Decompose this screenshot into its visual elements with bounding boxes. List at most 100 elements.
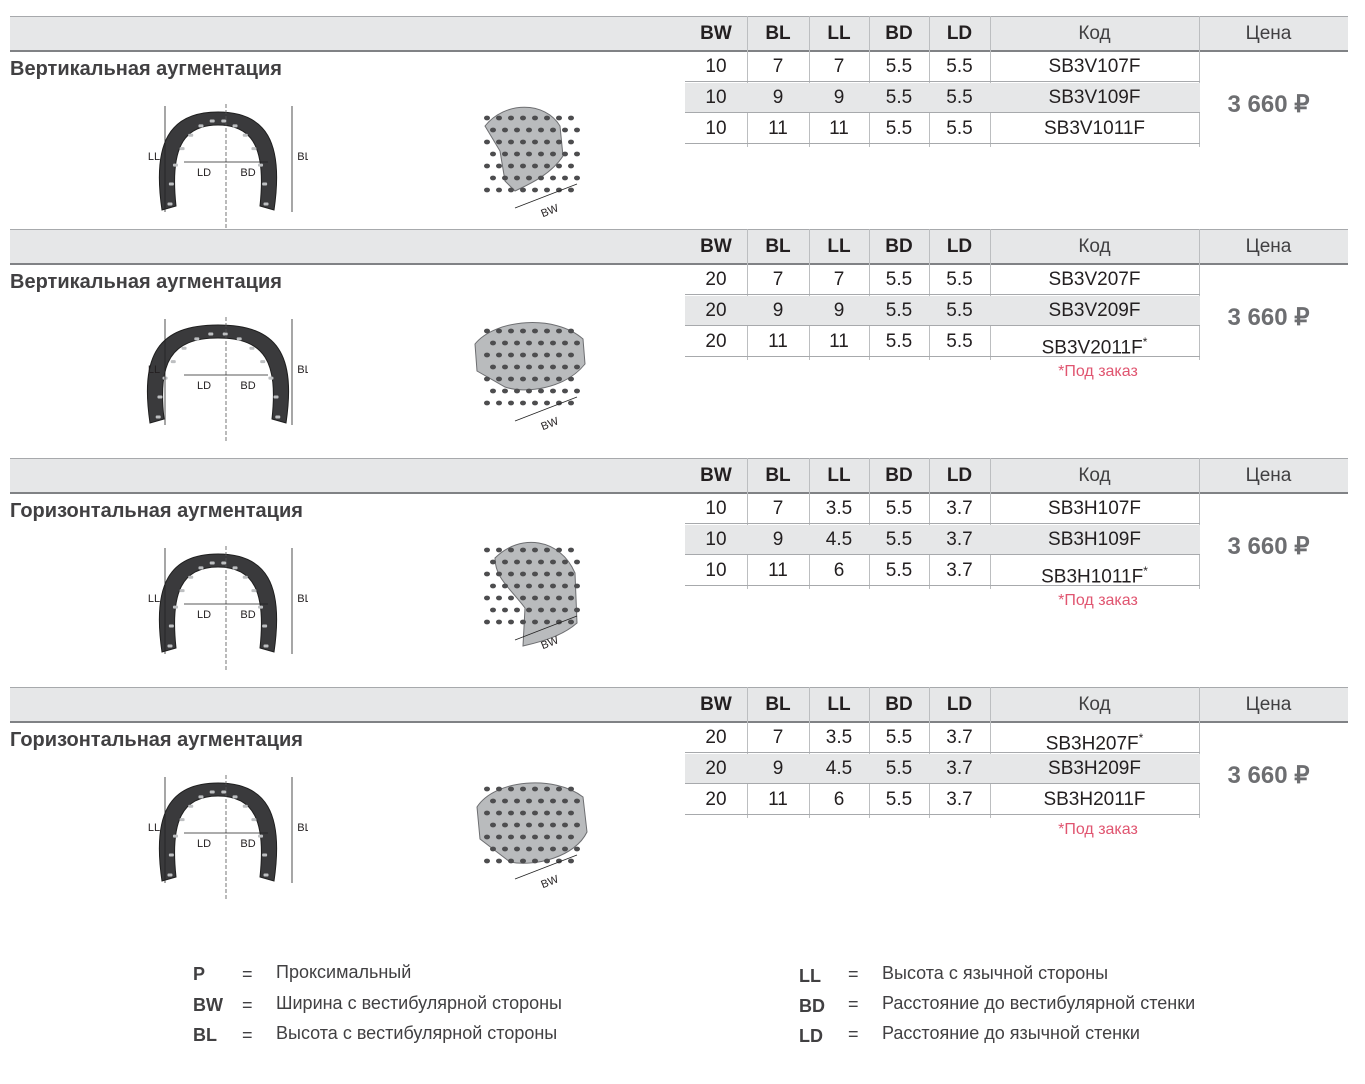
- legend-abbr: LL: [799, 966, 821, 986]
- cell-bl: 9: [772, 87, 784, 108]
- section-title: Горизонтальная аугментация: [10, 729, 303, 751]
- cell-ld: 5.5: [946, 269, 973, 290]
- diagram-label-bl: BL: [297, 593, 308, 605]
- cell-ld: 3.7: [946, 727, 973, 748]
- mesh-illustration: BW: [465, 96, 600, 231]
- legend-desc: Высота с вестибулярной стороны: [276, 1023, 558, 1043]
- order-note: *Под заказ: [1058, 363, 1138, 380]
- cell-bd: 5.5: [885, 300, 913, 321]
- cell-bl: 9: [772, 300, 784, 321]
- order-mark: *: [1142, 335, 1148, 349]
- cell-bw: 10: [705, 56, 727, 77]
- column-header-code: Код: [1078, 465, 1111, 486]
- legend-eq: =: [242, 995, 253, 1015]
- cell-bl: 7: [772, 727, 784, 748]
- diagram-label-ll: LL: [148, 593, 160, 605]
- legend-eq: =: [848, 994, 859, 1014]
- cell-bw: 20: [705, 758, 727, 779]
- cell-bd: 5.5: [885, 529, 913, 550]
- mesh-illustration: BW: [465, 767, 600, 902]
- cell-bd: 5.5: [885, 269, 913, 290]
- column-header-bd: BD: [885, 23, 913, 44]
- cell-ll: 11: [829, 331, 849, 352]
- cell-ld: 3.7: [946, 529, 973, 550]
- price-value: 3 660 ₽: [1227, 762, 1310, 789]
- column-header-ld: LD: [946, 465, 973, 486]
- price-value: 3 660 ₽: [1227, 304, 1310, 331]
- diagram-label-ld: LD: [197, 838, 211, 850]
- cell-code: SB3V207F: [1048, 269, 1141, 290]
- cell-ll: 3.5: [825, 498, 853, 519]
- order-mark: *: [1143, 564, 1148, 578]
- cell-code: SB3H2011F: [1043, 789, 1146, 810]
- diagram-label-ll: LL: [148, 822, 160, 834]
- cell-bl: 9: [772, 758, 784, 779]
- column-header-bl: BL: [765, 465, 791, 486]
- legend-abbr: BL: [193, 1025, 217, 1045]
- cell-bd: 5.5: [885, 789, 913, 810]
- cell-bw: 10: [705, 529, 727, 550]
- cell-bd: 5.5: [885, 118, 913, 139]
- legend-desc: Высота с язычной стороны: [882, 963, 1109, 983]
- column-header-price: Цена: [1245, 694, 1292, 715]
- cell-bd: 5.5: [885, 758, 913, 779]
- table-header-band: [10, 458, 1348, 494]
- cell-bl: 7: [772, 56, 784, 77]
- diagram-label-bw: BW: [539, 415, 560, 433]
- cell-bw: 20: [705, 331, 727, 352]
- cell-code: SB3V107F: [1048, 56, 1141, 77]
- cell-bd: 5.5: [885, 87, 913, 108]
- cell-ll: 4.5: [825, 529, 853, 550]
- legend-desc: Расстояние до вестибулярной стенки: [882, 993, 1196, 1013]
- cell-code: SB3H207F*: [1045, 731, 1144, 755]
- column-header-bd: BD: [885, 465, 913, 486]
- cell-bw: 20: [705, 789, 727, 810]
- column-header-price: Цена: [1245, 236, 1292, 257]
- column-header-bl: BL: [765, 694, 791, 715]
- column-header-ll: LL: [827, 694, 851, 715]
- diagram-label-bl: BL: [297, 822, 308, 834]
- table-header-band: [10, 687, 1348, 723]
- cell-ld: 3.7: [946, 758, 973, 779]
- cell-code: SB3V2011F*: [1041, 335, 1148, 359]
- cell-ll: 4.5: [825, 758, 853, 779]
- legend-abbr: BW: [193, 995, 223, 1015]
- cell-code: SB3H1011F*: [1041, 564, 1148, 588]
- diagram-label-bd: BD: [240, 380, 255, 392]
- diagram-label-ll: LL: [148, 151, 160, 163]
- cell-code: SB3V209F: [1048, 300, 1141, 321]
- column-header-bl: BL: [765, 236, 791, 257]
- cell-code: SB3H107F: [1048, 498, 1141, 519]
- price-value: 3 660 ₽: [1227, 533, 1310, 560]
- cell-ll: 6: [833, 560, 845, 581]
- diagram-label-ld: LD: [197, 380, 211, 392]
- column-header-ld: LD: [946, 23, 973, 44]
- cell-bw: 10: [705, 87, 727, 108]
- column-header-ll: LL: [827, 465, 851, 486]
- diagram-label-ll: LL: [148, 364, 160, 376]
- cell-bw: 10: [705, 118, 727, 139]
- cell-bw: 10: [705, 498, 727, 519]
- diagram-label-bd: BD: [240, 838, 255, 850]
- column-header-bw: BW: [700, 694, 732, 715]
- section-title: Горизонтальная аугментация: [10, 500, 303, 522]
- cell-ld: 5.5: [946, 87, 973, 108]
- cell-ld: 5.5: [946, 331, 973, 352]
- order-note: *Под заказ: [1058, 592, 1138, 609]
- order-note: *Под заказ: [1058, 821, 1138, 838]
